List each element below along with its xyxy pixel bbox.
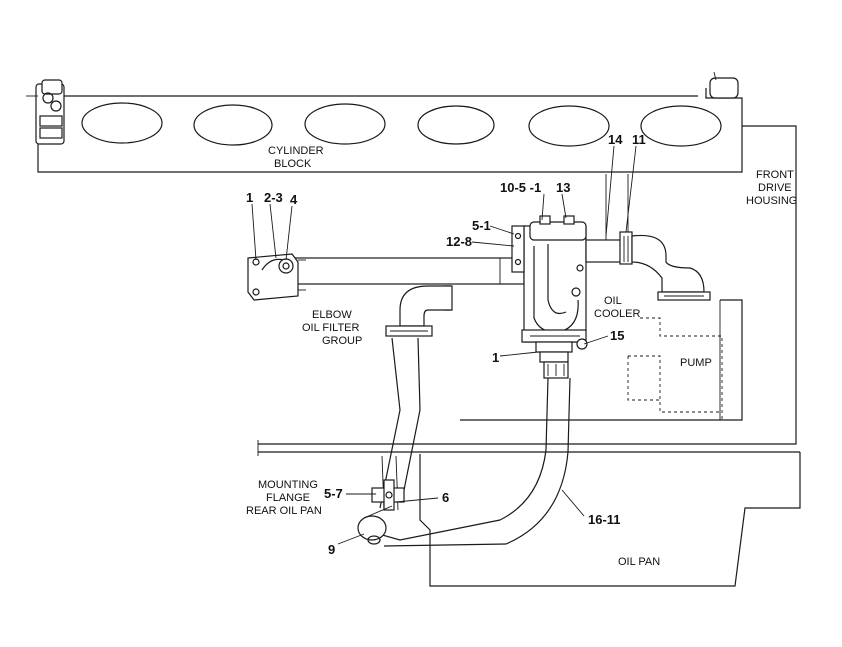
oil-cooler-label-line2: COOLER <box>594 308 641 320</box>
callout-16-11: 16-11 <box>588 512 621 527</box>
front-drive-housing-line2: DRIVE <box>758 182 792 194</box>
mounting-flange <box>371 479 405 511</box>
elbow-label-line3: GROUP <box>322 335 362 347</box>
cylinder-block <box>37 71 743 173</box>
mounting-flange-line3: REAR OIL PAN <box>246 505 322 517</box>
front-drive-housing-line1: FRONT <box>756 169 794 181</box>
elbow-left <box>247 253 306 301</box>
callout-6: 6 <box>442 490 449 505</box>
oil-pan-label: OIL PAN <box>618 556 660 568</box>
callout-leaders <box>251 145 637 545</box>
oil-tube-16-11 <box>357 377 571 547</box>
callout-1-top: 1 <box>246 190 253 205</box>
callout-4: 4 <box>290 192 298 207</box>
callout-10-5-1: 10-5 -1 <box>500 180 541 195</box>
oil-cooler-label-line1: OIL <box>604 295 622 307</box>
callout-1-mid: 1 <box>492 350 499 365</box>
elbow-oil-filter-group-label: ELBOW OIL FILTER GROUP <box>302 309 362 347</box>
oil-supply-tube <box>287 257 525 285</box>
elbow-label-line2: OIL FILTER <box>302 322 360 334</box>
callout-14: 14 <box>608 132 623 147</box>
callout-5-7: 5-7 <box>324 486 343 501</box>
callout-2-3: 2-3 <box>264 190 283 205</box>
cylinder-block-label-line1: CYLINDER <box>268 145 324 157</box>
oil-cooler-label: OIL COOLER <box>594 295 641 320</box>
cylinder-block-label: CYLINDER BLOCK <box>268 145 324 170</box>
pump-label: PUMP <box>680 357 712 369</box>
callout-numbers: 1 2-3 4 10-5 -1 13 14 11 5-1 12-8 15 1 5… <box>246 132 646 557</box>
elbow-oil-filter-group <box>385 285 453 337</box>
pump <box>627 317 723 420</box>
callout-9: 9 <box>328 542 335 557</box>
oil-cooler <box>511 174 633 350</box>
cylinder-block-label-line2: BLOCK <box>274 158 312 170</box>
callout-15: 15 <box>610 328 624 343</box>
front-drive-housing-line3: HOUSING <box>746 195 797 207</box>
elbow-label-line1: ELBOW <box>312 309 352 321</box>
front-drive-housing <box>460 125 797 445</box>
callout-13: 13 <box>556 180 570 195</box>
callout-5-1: 5-1 <box>472 218 491 233</box>
pump-elbow <box>631 234 711 301</box>
callout-12-8: 12-8 <box>446 234 472 249</box>
front-drive-housing-label: FRONT DRIVE HOUSING <box>746 169 797 207</box>
oil-pan <box>257 440 801 587</box>
callout-11: 11 <box>632 132 646 147</box>
block-end-accessory <box>26 79 65 145</box>
mounting-flange-line2: FLANGE <box>266 492 310 504</box>
mounting-flange-line1: MOUNTING <box>258 479 318 491</box>
cooler-bottom-fitting <box>535 341 573 379</box>
mounting-flange-label: MOUNTING FLANGE REAR OIL PAN <box>246 479 322 517</box>
